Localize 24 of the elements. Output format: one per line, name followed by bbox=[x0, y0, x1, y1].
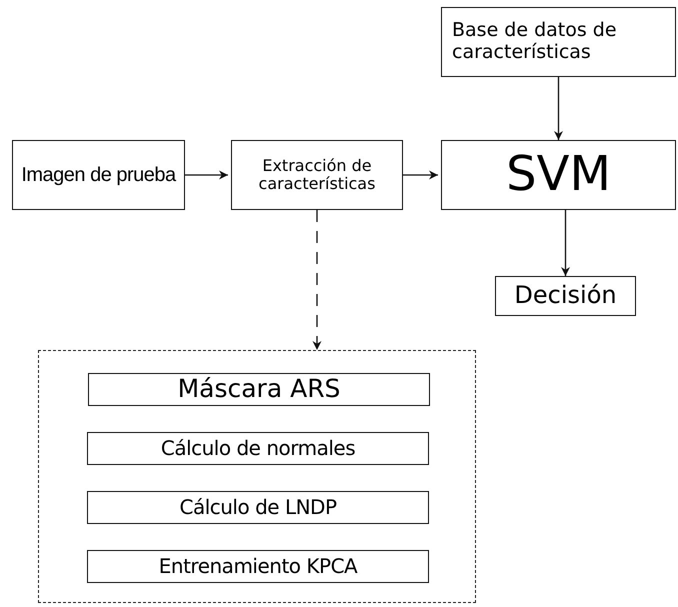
node-label: Cálculo de normales bbox=[160, 437, 356, 460]
database-box bbox=[441, 7, 676, 77]
step-box bbox=[87, 550, 429, 583]
node-label: Base de datos de características bbox=[452, 20, 618, 64]
process-box bbox=[231, 140, 403, 210]
node-label: Extracción de características bbox=[258, 156, 376, 194]
step-box bbox=[87, 491, 429, 524]
output-box bbox=[495, 276, 636, 316]
node-label: Cálculo de LNDP bbox=[179, 496, 337, 519]
step-box bbox=[88, 373, 430, 406]
arrow bbox=[554, 77, 563, 140]
arrow bbox=[185, 170, 228, 180]
node-label: Entrenamiento KPCA bbox=[158, 555, 358, 578]
node-label: Máscara ARS bbox=[178, 375, 340, 404]
dashed-arrow bbox=[312, 210, 322, 350]
arrow bbox=[403, 170, 438, 180]
node-label: Decisión bbox=[514, 282, 617, 310]
process-box bbox=[12, 140, 185, 210]
step-box bbox=[87, 432, 429, 465]
classifier-box bbox=[441, 140, 676, 210]
node-label: SVM bbox=[506, 147, 611, 203]
node-label: Imagen de prueba bbox=[21, 164, 176, 186]
arrow bbox=[561, 210, 570, 276]
dashed-group-box bbox=[38, 350, 476, 603]
